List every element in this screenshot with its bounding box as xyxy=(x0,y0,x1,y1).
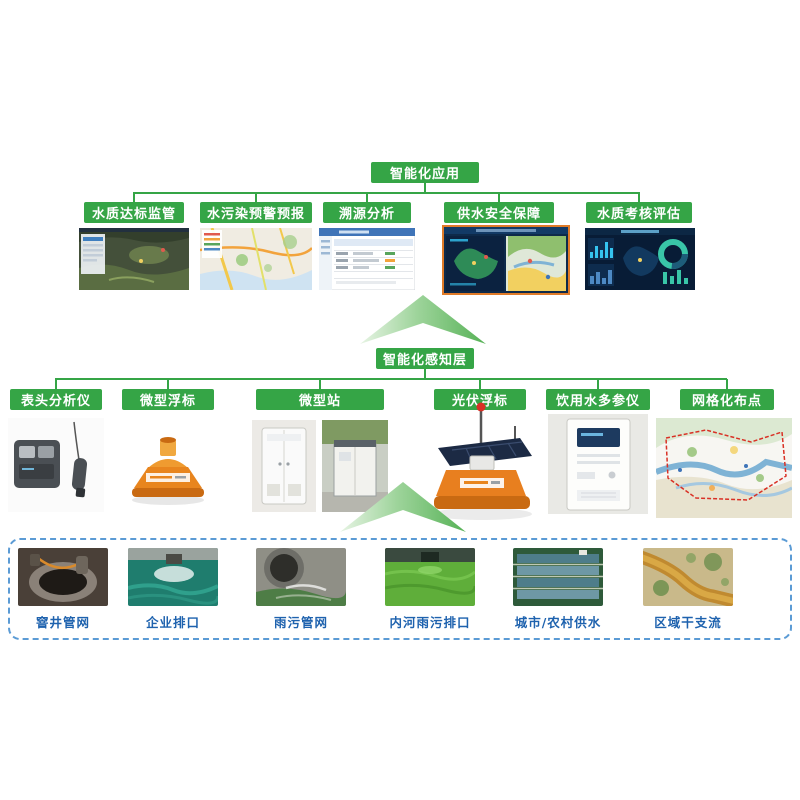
connector-line xyxy=(498,193,500,203)
connector-line xyxy=(319,379,321,390)
source-label-regional-streams: 区域干支流 xyxy=(654,615,722,630)
connector-line xyxy=(55,379,57,390)
manhole-network-image xyxy=(18,548,108,606)
source-label-river-outlet: 内河雨污排口 xyxy=(389,615,471,630)
grid-map-image xyxy=(656,418,792,518)
assessment-dashboard-image xyxy=(585,228,695,290)
app-item-supply-safety: 供水安全保障 xyxy=(444,202,554,223)
micro-buoy-image xyxy=(122,426,214,508)
connector-line xyxy=(424,182,426,193)
perception-item-micro-station: 微型站 xyxy=(256,389,384,410)
perception-item-grid-layout: 网格化布点 xyxy=(680,389,774,410)
drinking-water-analyzer-image xyxy=(548,414,648,514)
up-arrow-icon xyxy=(358,290,488,346)
connector-line xyxy=(726,379,728,390)
source-label-urban-rural-supply: 城市/农村供水 xyxy=(514,615,602,630)
connector-line xyxy=(366,193,368,203)
up-arrow-icon xyxy=(338,476,468,534)
perception-item-solar-buoy: 光伏浮标 xyxy=(434,389,526,410)
connector-line xyxy=(133,193,135,203)
perception-layer-title: 智能化感知层 xyxy=(376,348,474,369)
perception-item-micro-buoy: 微型浮标 xyxy=(122,389,214,410)
city-map-image xyxy=(200,228,312,290)
analysis-table-image xyxy=(319,228,415,290)
app-item-traceability-analysis: 溯源分析 xyxy=(323,202,411,223)
micro-station-image xyxy=(252,420,388,512)
enterprise-outlet-image xyxy=(128,548,218,606)
source-label-manhole-network: 窨井管网 xyxy=(35,615,90,630)
app-item-pollution-forecast: 水污染预警预报 xyxy=(200,202,312,223)
satellite-map-image xyxy=(79,228,189,290)
rain-sewage-network-image xyxy=(256,548,346,606)
connector-line xyxy=(479,379,481,390)
urban-rural-water-supply-image xyxy=(513,548,603,606)
perception-item-probe-analyzer: 表头分析仪 xyxy=(10,389,102,410)
perception-item-drinking-analyzer: 饮用水多参仪 xyxy=(546,389,650,410)
connector-line xyxy=(638,193,640,203)
connector-line xyxy=(424,368,426,379)
connector-line xyxy=(167,379,169,390)
connector-line xyxy=(255,193,257,203)
solar-buoy-image xyxy=(418,398,546,524)
river-rain-sewage-outlet-image xyxy=(385,548,475,606)
regional-main-tributaries-image xyxy=(643,548,733,606)
connector-line xyxy=(55,378,727,380)
connector-line xyxy=(597,379,599,390)
app-item-assessment: 水质考核评估 xyxy=(586,202,692,223)
app-layer-title: 智能化应用 xyxy=(371,162,479,183)
source-label-rain-sewage-network: 雨污管网 xyxy=(273,615,328,630)
source-label-enterprise-outlet: 企业排口 xyxy=(145,615,200,630)
probe-analyzer-image xyxy=(8,418,104,512)
app-item-water-quality-supervision: 水质达标监管 xyxy=(84,202,184,223)
source-layer-frame xyxy=(8,538,792,640)
supply-dashboard-image xyxy=(442,225,570,295)
connector-line xyxy=(133,192,640,194)
